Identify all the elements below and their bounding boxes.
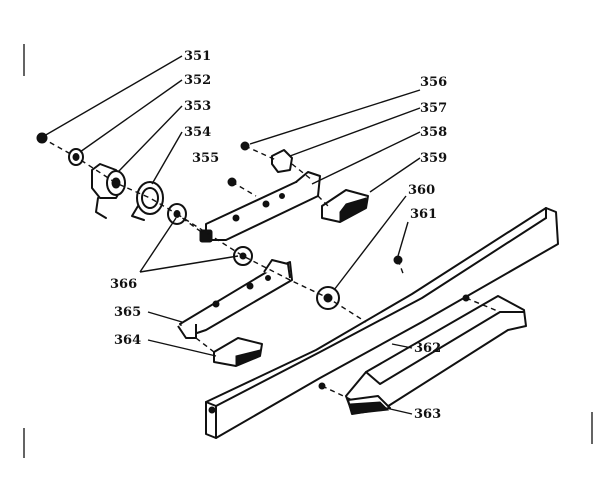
label-357: 357 <box>420 101 447 116</box>
label-351: 351 <box>184 49 211 64</box>
part-364-pad[interactable] <box>213 337 263 367</box>
label-365: 365 <box>114 305 141 320</box>
leader-lines <box>43 55 421 415</box>
part-357-cap[interactable] <box>271 149 293 173</box>
part-358-upper-hinge[interactable] <box>199 171 321 243</box>
label-353: 353 <box>184 99 211 114</box>
part-353-hinge-pin-cup[interactable] <box>91 163 126 219</box>
alignment-lines <box>41 137 501 401</box>
door-rail[interactable] <box>205 207 559 439</box>
label-361: 361 <box>410 207 437 222</box>
part-365-lower-hinge[interactable] <box>177 259 293 339</box>
label-355: 355 <box>192 151 219 166</box>
label-356: 356 <box>420 75 447 90</box>
part-366-washer-lower[interactable] <box>233 246 253 266</box>
label-363: 363 <box>414 407 441 422</box>
label-354: 354 <box>184 125 211 140</box>
label-359: 359 <box>420 151 447 166</box>
part-354-bushing[interactable] <box>131 181 164 221</box>
scan-edge-marks <box>23 44 593 458</box>
label-364: 364 <box>114 333 141 348</box>
label-366: 366 <box>110 277 137 292</box>
label-358: 358 <box>420 125 447 140</box>
part-number-labels: 351 352 353 354 355 356 357 358 359 360 … <box>110 49 447 422</box>
label-360: 360 <box>408 183 435 198</box>
label-362: 362 <box>414 341 441 356</box>
label-352: 352 <box>184 73 211 88</box>
part-359-pad[interactable] <box>321 189 369 223</box>
part-363-handle-base[interactable] <box>347 395 391 415</box>
